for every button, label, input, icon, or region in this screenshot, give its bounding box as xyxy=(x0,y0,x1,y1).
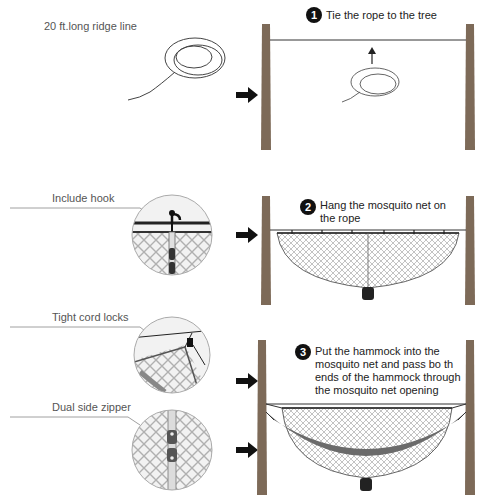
part-label: Tight cord locks xyxy=(52,311,162,324)
step-arrow xyxy=(236,87,258,458)
zipper-inset xyxy=(130,408,220,493)
hook-inset xyxy=(130,195,220,282)
part-label: Dual side zipper xyxy=(52,401,162,414)
part-label: Include hook xyxy=(52,192,147,205)
step-text: Hang the mosquito net on the rope xyxy=(320,199,460,225)
part-label: 20 ft.long ridge line xyxy=(44,20,159,33)
callout-number: 3 xyxy=(295,346,311,359)
cord-lock-inset xyxy=(130,317,215,395)
panel-two xyxy=(261,196,475,305)
callout-number: 1 xyxy=(306,9,322,22)
rope-coil xyxy=(128,38,225,100)
panel-three xyxy=(257,340,475,495)
panel-one xyxy=(261,7,475,150)
callout-number: 2 xyxy=(300,201,316,214)
step-text: Put the hammock into the mosquito net an… xyxy=(315,345,463,397)
step-text: Tie the rope to the tree xyxy=(326,9,476,22)
